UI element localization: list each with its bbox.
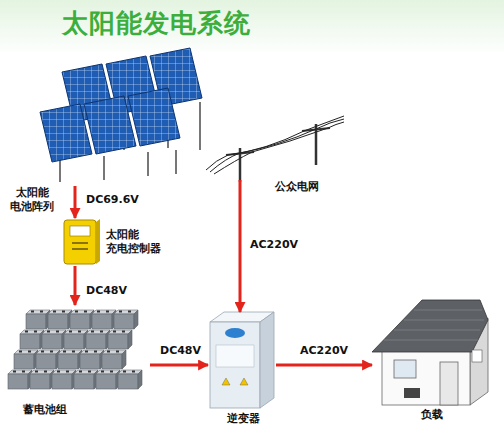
battery — [58, 350, 82, 369]
battery — [86, 330, 110, 349]
battery — [118, 370, 142, 389]
component-node: 负载 — [372, 298, 490, 408]
voltage-label: AC220V — [250, 238, 298, 251]
component-label: 公众电网 — [275, 180, 339, 194]
component-node: 逆变器 — [208, 312, 276, 410]
battery — [92, 310, 116, 329]
voltage-label: DC69.6V — [86, 193, 139, 206]
battery — [80, 350, 104, 369]
battery — [52, 370, 76, 389]
solar-panel — [84, 96, 136, 154]
solar-panel — [40, 104, 92, 162]
component-label: 负载 — [412, 408, 452, 422]
component-label: 蓄电池组 — [23, 403, 93, 417]
power-lines — [206, 116, 344, 182]
battery — [8, 370, 32, 389]
battery — [20, 330, 44, 349]
component-label: 太阳能 充电控制器 — [106, 228, 172, 256]
battery — [102, 350, 126, 369]
battery — [114, 310, 138, 329]
component-label: 逆变器 — [216, 412, 270, 426]
header-band — [0, 0, 504, 55]
voltage-label: AC220V — [300, 344, 348, 357]
cross-arm — [226, 128, 330, 155]
diagram-title: 太阳能发电系统 — [62, 6, 251, 41]
battery — [96, 370, 120, 389]
voltage-label: DC48V — [160, 344, 201, 357]
battery — [36, 350, 60, 369]
battery — [26, 310, 50, 329]
inverter-cabinet — [210, 312, 274, 408]
power-flow-arrow — [239, 180, 242, 312]
battery-bank — [8, 310, 142, 389]
battery — [30, 370, 54, 389]
charge-controller — [64, 219, 100, 264]
component-node: 蓄电池组 — [5, 305, 150, 397]
solar-panel — [128, 88, 180, 146]
battery — [48, 310, 72, 329]
battery — [74, 370, 98, 389]
wire — [206, 116, 344, 174]
power-flow-arrow — [276, 364, 372, 367]
battery — [70, 310, 94, 329]
battery — [64, 330, 88, 349]
component-node: 太阳能 充电控制器 — [62, 218, 98, 266]
battery — [14, 350, 38, 369]
power-flow-arrow — [74, 186, 77, 218]
battery — [42, 330, 66, 349]
component-label: 太阳能 电池阵列 — [4, 186, 60, 214]
component-node: 太阳能 电池阵列 — [30, 58, 215, 186]
power-flow-arrow — [150, 364, 208, 367]
power-flow-arrow — [74, 266, 77, 305]
component-node: 公众电网 — [205, 128, 345, 180]
battery — [108, 330, 132, 349]
solar-panel-array — [40, 48, 202, 182]
house — [372, 300, 488, 405]
voltage-label: DC48V — [86, 284, 127, 297]
